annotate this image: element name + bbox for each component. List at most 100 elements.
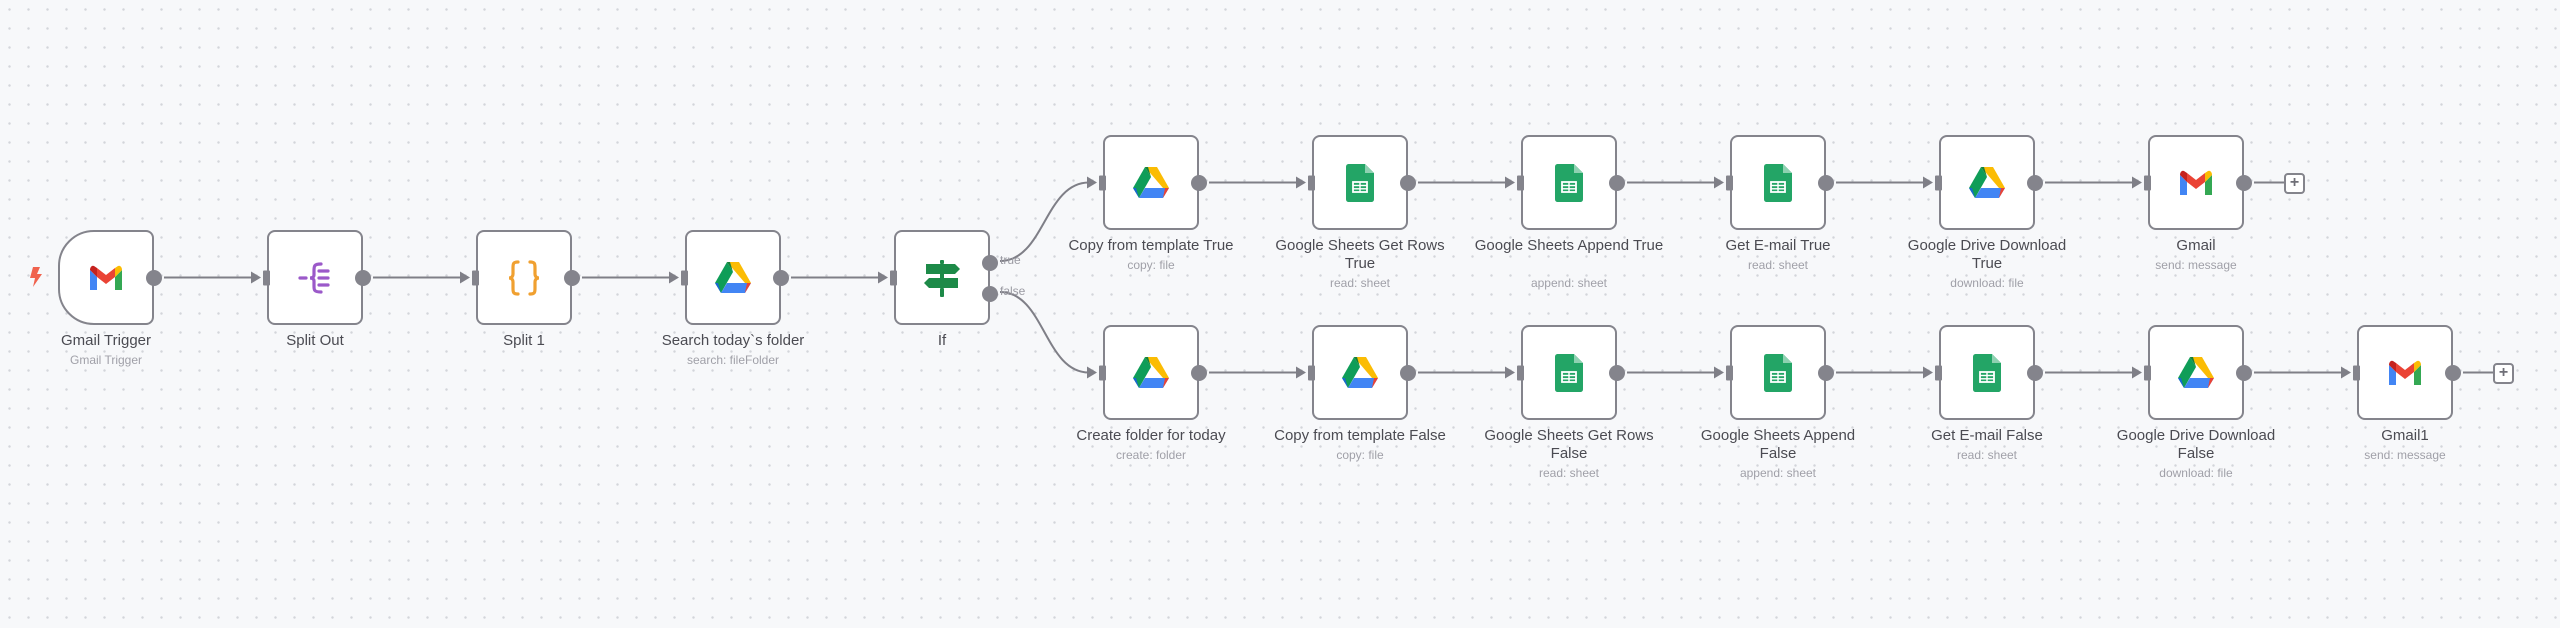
signpost-icon <box>922 258 962 298</box>
input-handle[interactable] <box>1099 175 1106 190</box>
code-braces-icon <box>504 258 544 298</box>
node-label: Search today`s folder <box>661 332 805 349</box>
output-handle[interactable] <box>1400 364 1416 381</box>
arrow-head-icon <box>2132 366 2142 379</box>
input-handle[interactable] <box>2144 365 2151 380</box>
input-handle[interactable] <box>472 270 479 285</box>
output-handle[interactable] <box>1609 364 1625 381</box>
lightning-bolt-icon <box>30 267 42 287</box>
input-handle[interactable] <box>1935 175 1942 190</box>
output-handle[interactable] <box>2236 174 2252 191</box>
arrow-head-icon <box>1296 366 1306 379</box>
node-label: Copy from template True <box>1068 237 1234 254</box>
add-node-button[interactable]: + <box>2493 362 2514 384</box>
arrow-head-icon <box>1923 366 1933 379</box>
node-split-out[interactable] <box>263 230 371 325</box>
branch-label-false: false <box>1000 284 1026 298</box>
node-gs-get-rows-true[interactable] <box>1308 135 1416 230</box>
node-label: Google Sheets Get Rows False <box>1484 427 1654 462</box>
node-label: If <box>937 332 947 349</box>
node-subtitle: Gmail Trigger <box>69 353 143 367</box>
node-gs-append-true[interactable] <box>1517 135 1625 230</box>
output-handle-false[interactable] <box>982 286 998 302</box>
node-get-email-false[interactable] <box>1935 325 2043 420</box>
google-drive-icon <box>1131 163 1171 203</box>
input-handle[interactable] <box>1099 365 1106 380</box>
input-handle[interactable] <box>2353 365 2360 380</box>
gmail-icon <box>86 258 126 298</box>
node-gd-download-false[interactable] <box>2144 325 2252 420</box>
node-label: Copy from template False <box>1274 427 1446 444</box>
node-label: Get E-mail True <box>1725 237 1831 254</box>
node-gd-download-true[interactable] <box>1935 135 2043 230</box>
google-sheets-icon <box>1758 163 1798 203</box>
node-gmail1[interactable] <box>2353 325 2461 420</box>
node-if[interactable] <box>890 230 998 325</box>
output-handle[interactable] <box>1191 174 1207 191</box>
arrow-head-icon <box>1087 366 1097 379</box>
node-split-1[interactable] <box>472 230 580 325</box>
arrow-head-icon <box>1505 366 1515 379</box>
node-copy-template-false[interactable] <box>1308 325 1416 420</box>
node-subtitle: create: folder <box>1115 448 1187 462</box>
node-gmail[interactable] <box>2144 135 2252 230</box>
output-handle[interactable] <box>1609 174 1625 191</box>
input-handle[interactable] <box>1517 175 1524 190</box>
node-copy-template-true[interactable] <box>1099 135 1207 230</box>
input-handle[interactable] <box>1935 365 1942 380</box>
node-subtitle: copy: file <box>1127 258 1175 272</box>
node-search-folder[interactable] <box>681 230 789 325</box>
node-create-folder[interactable] <box>1099 325 1207 420</box>
arrow-head-icon <box>1714 176 1724 189</box>
google-sheets-icon <box>1549 353 1589 393</box>
gmail-icon <box>2176 163 2216 203</box>
output-handle-true[interactable] <box>982 255 998 271</box>
google-sheets-icon <box>1549 163 1589 203</box>
output-handle[interactable] <box>2236 364 2252 381</box>
input-handle[interactable] <box>1517 365 1524 380</box>
arrow-head-icon <box>2132 176 2142 189</box>
node-gmail-trigger[interactable] <box>58 230 162 325</box>
google-sheets-icon <box>1758 353 1798 393</box>
google-sheets-icon <box>1967 353 2007 393</box>
input-handle[interactable] <box>890 270 897 285</box>
node-label: Split 1 <box>503 332 545 349</box>
output-handle[interactable] <box>1400 174 1416 191</box>
output-handle[interactable] <box>2027 364 2043 381</box>
output-handle[interactable] <box>2445 364 2461 381</box>
input-handle[interactable] <box>1308 365 1315 380</box>
google-drive-icon <box>2176 353 2216 393</box>
output-handle[interactable] <box>1191 364 1207 381</box>
arrow-head-icon <box>1087 176 1097 189</box>
output-handle[interactable] <box>2027 174 2043 191</box>
node-label: Gmail Trigger <box>60 332 152 349</box>
node-gs-append-false[interactable] <box>1726 325 1834 420</box>
output-handle[interactable] <box>1818 364 1834 381</box>
arrow-head-icon <box>1714 366 1724 379</box>
node-gs-get-rows-false[interactable] <box>1517 325 1625 420</box>
node-label: Google Sheets Get Rows True <box>1275 237 1445 272</box>
node-subtitle: append: sheet <box>1739 466 1817 480</box>
input-handle[interactable] <box>1726 175 1733 190</box>
input-handle[interactable] <box>681 270 688 285</box>
arrow-head-icon <box>1296 176 1306 189</box>
output-handle[interactable] <box>773 269 789 286</box>
output-handle[interactable] <box>564 269 580 286</box>
node-get-email-true[interactable] <box>1726 135 1834 230</box>
node-label: Split Out <box>286 332 344 349</box>
arrow-head-icon <box>1923 176 1933 189</box>
node-subtitle: download: file <box>1950 276 2024 290</box>
node-subtitle: copy: file <box>1336 448 1384 462</box>
input-handle[interactable] <box>1308 175 1315 190</box>
output-handle[interactable] <box>1818 174 1834 191</box>
input-handle[interactable] <box>263 270 270 285</box>
input-handle[interactable] <box>2144 175 2151 190</box>
output-handle[interactable] <box>355 269 371 286</box>
add-node-button[interactable]: + <box>2284 172 2305 194</box>
node-subtitle: search: fileFolder <box>686 353 780 367</box>
input-handle[interactable] <box>1726 365 1733 380</box>
arrow-head-icon <box>1505 176 1515 189</box>
output-handle[interactable] <box>146 269 162 286</box>
